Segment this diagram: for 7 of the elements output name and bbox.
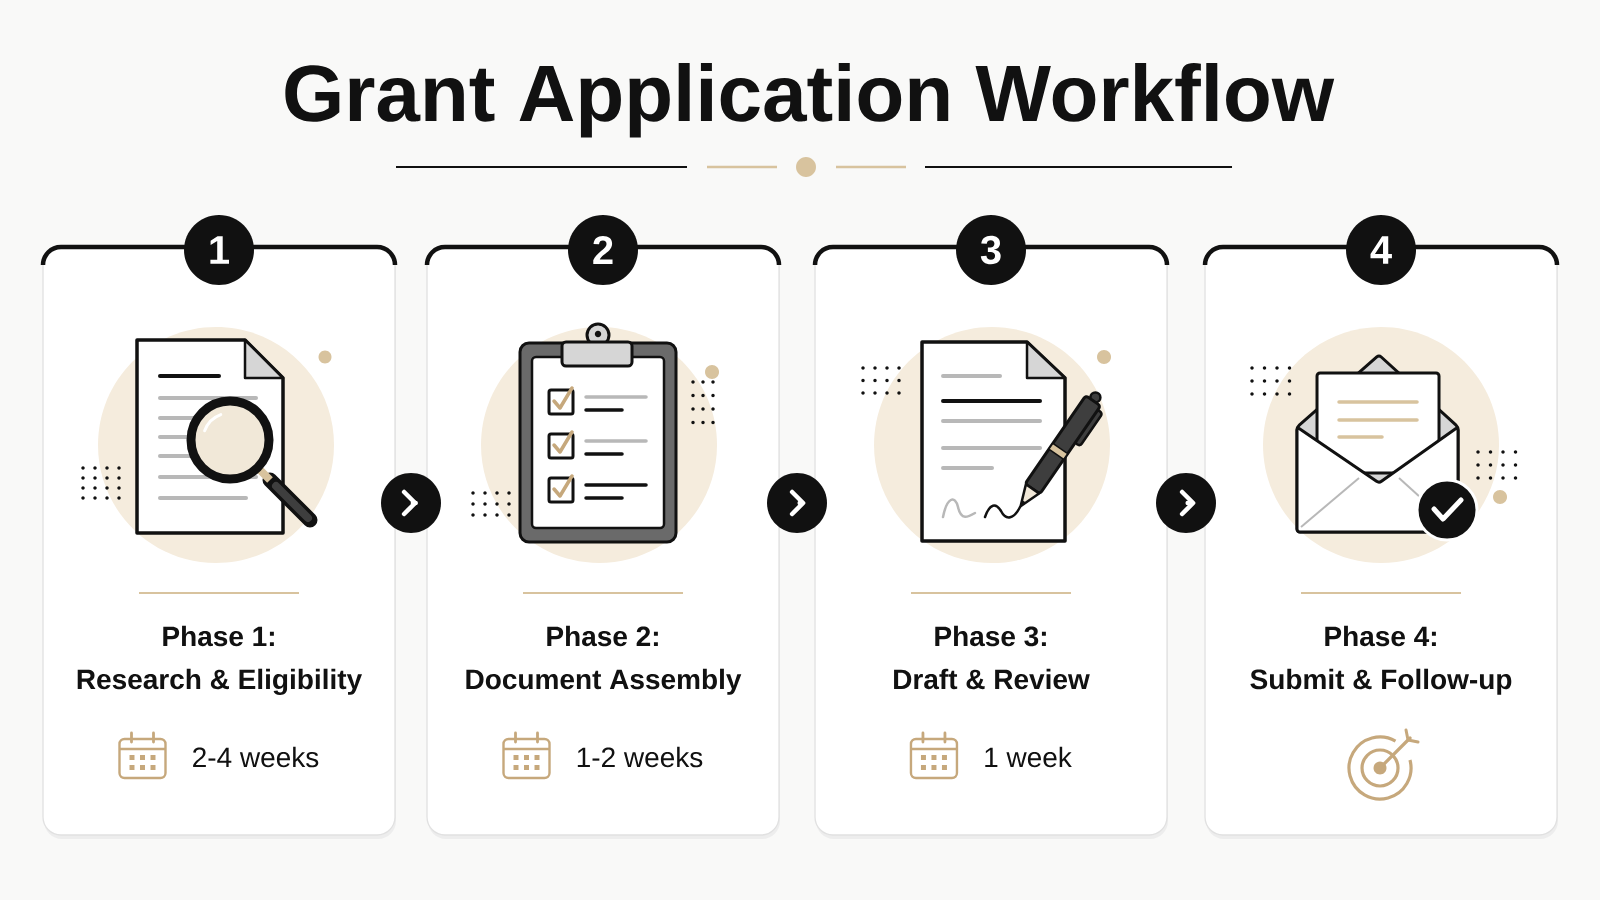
title: Grant Application Workflow [285, 63, 1335, 138]
number-badge: 4 [1346, 215, 1416, 285]
chevron-arrow [381, 473, 441, 533]
phase-label: Phase 4: [1325, 625, 1436, 647]
chevron-arrow [1156, 473, 1216, 533]
phase-title: Submit & Follow-up [1250, 668, 1512, 695]
chevron-arrow [767, 473, 827, 533]
